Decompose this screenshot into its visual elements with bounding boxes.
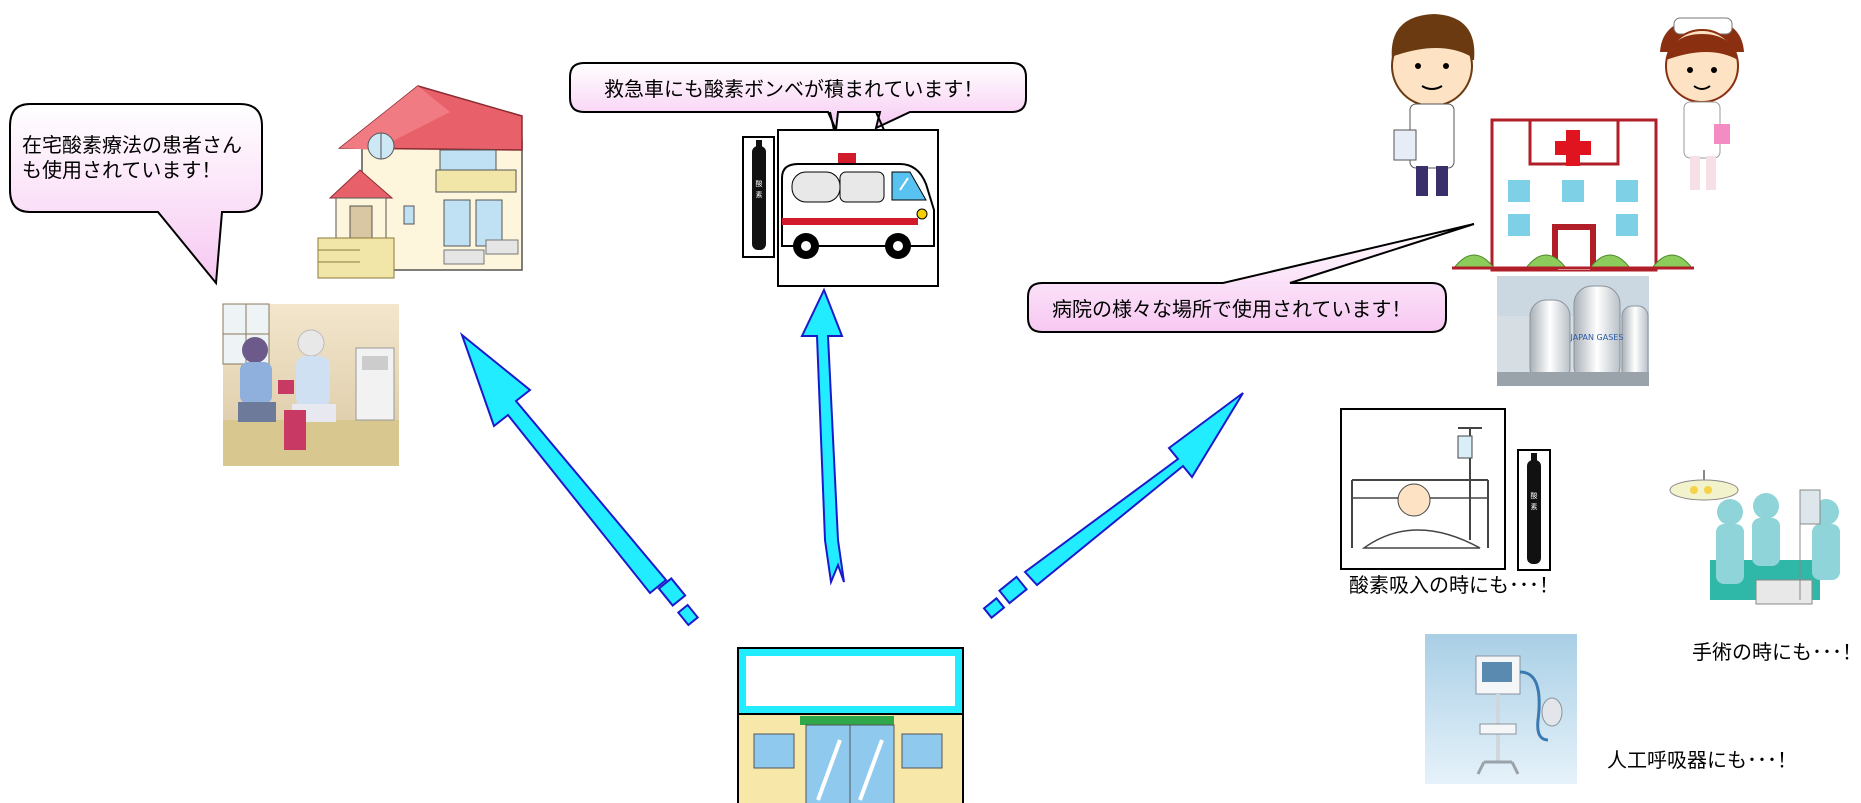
arrow-to-hospital xyxy=(982,392,1244,620)
oxygen-cylinder-bedside: 酸 素 xyxy=(1517,449,1551,571)
supplier-store-building xyxy=(737,647,964,803)
speech-bubble-hospital: 病院の様々な場所で使用されています！ xyxy=(1027,223,1475,333)
home-bubble-line2: も使用されています！ xyxy=(22,158,221,182)
doctor-illustration xyxy=(1391,14,1475,196)
caption-oxygen-inhalation: 酸素吸入の時にも･･･！ xyxy=(1349,573,1559,597)
home-bubble-line1: 在宅酸素療法の患者さん xyxy=(22,133,242,157)
svg-text:素: 素 xyxy=(1531,502,1538,511)
speech-bubble-ambulance: 救急車にも酸素ボンベが積まれています！ xyxy=(569,62,1027,134)
speech-bubble-home: 在宅酸素療法の患者さん も使用されています！ xyxy=(9,103,263,286)
ambulance-illustration xyxy=(777,129,939,287)
nurse-illustration xyxy=(1660,17,1744,190)
surgery-illustration xyxy=(1669,470,1840,605)
caption-ventilator: 人工呼吸器にも･･･！ xyxy=(1607,748,1797,772)
oxygen-inhalation-illustration xyxy=(1340,408,1506,570)
oxygen-tank-facility-photo: JAPAN GASES xyxy=(1497,276,1649,386)
hospital-building xyxy=(1452,118,1694,272)
arrow-to-home xyxy=(459,332,700,627)
svg-text:酸: 酸 xyxy=(756,179,763,188)
home-oxygen-therapy-photo xyxy=(222,303,399,466)
svg-text:酸: 酸 xyxy=(1531,491,1538,500)
ambulance-bubble-tail xyxy=(829,111,885,131)
ventilator-photo xyxy=(1425,634,1577,784)
arrow-to-ambulance xyxy=(800,287,845,586)
hospital-bubble-text: 病院の様々な場所で使用されています！ xyxy=(1052,297,1411,321)
ambulance-bubble-text: 救急車にも酸素ボンベが積まれています！ xyxy=(604,77,983,101)
house-illustration xyxy=(317,85,523,279)
oxygen-cylinder-ambulance: 酸 素 xyxy=(742,136,775,258)
caption-surgery: 手術の時にも･･･！ xyxy=(1692,640,1861,664)
svg-text:素: 素 xyxy=(756,190,763,199)
tank-label-text: JAPAN GASES xyxy=(1570,333,1624,342)
